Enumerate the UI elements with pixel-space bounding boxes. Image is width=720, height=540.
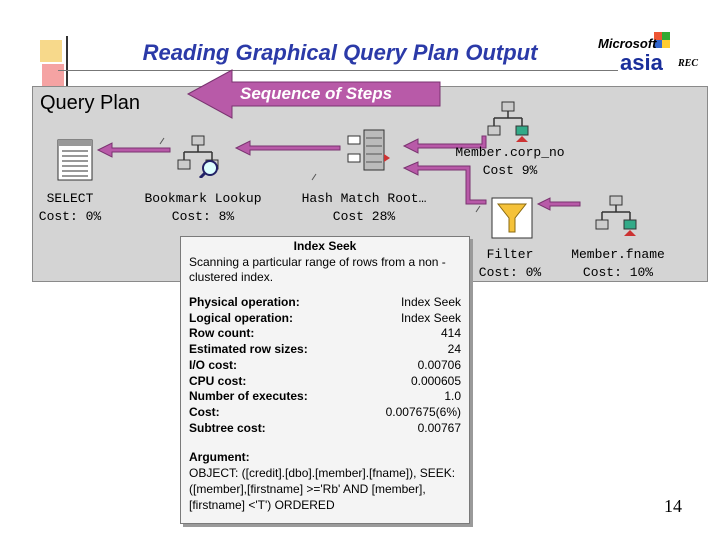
logo-rec-text: REC bbox=[677, 58, 698, 69]
microsoft-asia-logo: Microsoft asia REC bbox=[598, 32, 698, 75]
index-seek-icon[interactable] bbox=[486, 100, 530, 144]
tooltip-argument: Argument: OBJECT: ([credit].[dbo].[membe… bbox=[189, 449, 465, 513]
page-number: 14 bbox=[664, 496, 682, 516]
tooltip-description: Scanning a particular range of rows from… bbox=[189, 255, 446, 284]
connector-arrow-1 bbox=[96, 142, 171, 158]
bookmark-lookup-icon[interactable] bbox=[176, 134, 220, 178]
row-value: 0.00706 bbox=[417, 357, 461, 372]
tooltip-row: Cost: 0.007675(6%) bbox=[189, 405, 461, 421]
connector-arrow-5 bbox=[536, 197, 581, 211]
row-label: Subtree cost: bbox=[189, 420, 266, 435]
row-value: Index Seek bbox=[400, 310, 461, 325]
tooltip-row: CPU cost: 0.000605 bbox=[189, 374, 461, 390]
tooltip-row: Number of executes: 1.0 bbox=[189, 389, 461, 405]
node-name: Hash Match Root… bbox=[301, 191, 427, 206]
argument-text: OBJECT: ([credit].[dbo].[member].[fname]… bbox=[189, 466, 456, 512]
hash-match-icon[interactable] bbox=[346, 128, 390, 172]
tooltip-row: Row count: 414 bbox=[189, 326, 461, 342]
title-underline bbox=[58, 70, 618, 71]
decor-red-square bbox=[42, 64, 64, 86]
node-name: SELECT bbox=[46, 191, 94, 206]
tooltip-row: Estimated row sizes: 24 bbox=[189, 342, 461, 358]
slide-title: Reading Graphical Query Plan Output bbox=[142, 40, 538, 65]
node-cost: Cost 28% bbox=[332, 209, 396, 224]
sequence-of-steps-label: Sequence of Steps bbox=[240, 84, 393, 103]
row-label: Logical operation: bbox=[189, 310, 294, 325]
node-cost: Cost: 8% bbox=[171, 209, 235, 224]
node-hash-match[interactable]: Hash Match Root… Cost 28% bbox=[284, 190, 444, 226]
connector-arrow-2 bbox=[234, 140, 341, 156]
tooltip-title: Index Seek bbox=[293, 239, 357, 253]
node-cost: Cost: 0% bbox=[38, 209, 102, 224]
row-label: Row count: bbox=[189, 326, 255, 341]
row-value: Index Seek bbox=[400, 295, 461, 309]
row-value: 0.007675(6%) bbox=[385, 404, 461, 419]
select-result-icon[interactable] bbox=[54, 138, 98, 182]
node-name: Bookmark Lookup bbox=[144, 191, 262, 206]
logo-asia-text: asia bbox=[620, 50, 664, 75]
connector-arrow-4 bbox=[402, 161, 487, 205]
row-value: 0.000605 bbox=[410, 373, 461, 388]
node-cost: Cost: 0% bbox=[478, 265, 542, 280]
node-name: Filter bbox=[486, 247, 534, 262]
index-seek-tooltip: Index Seek Scanning a particular range o… bbox=[180, 236, 470, 524]
node-cost: Cost 9% bbox=[482, 163, 538, 178]
tooltip-row: Physical operation: Index Seek bbox=[189, 295, 461, 311]
query-plan-label: Query Plan bbox=[40, 92, 141, 114]
row-value: 0.00767 bbox=[417, 420, 461, 435]
row-label: Physical operation: bbox=[189, 295, 300, 309]
node-member-fname[interactable]: Member.fname Cost: 10% bbox=[556, 246, 680, 282]
node-select[interactable]: SELECT Cost: 0% bbox=[20, 190, 120, 226]
row-label: I/O cost: bbox=[189, 357, 238, 372]
argument-label: Argument: bbox=[189, 450, 250, 464]
tooltip-row: Logical operation: Index Seek bbox=[189, 311, 461, 327]
row-label: Cost: bbox=[189, 404, 220, 419]
decor-yellow-square bbox=[40, 40, 62, 62]
logo-microsoft-text: Microsoft bbox=[598, 36, 657, 51]
row-value: 1.0 bbox=[444, 389, 461, 404]
node-bookmark-lookup[interactable]: Bookmark Lookup Cost: 8% bbox=[128, 190, 278, 226]
sequence-arrow bbox=[186, 69, 441, 119]
row-label: Number of executes: bbox=[189, 389, 308, 404]
connector-arrow-3 bbox=[402, 135, 487, 154]
node-name: Member.fname bbox=[571, 247, 665, 262]
row-value: 24 bbox=[447, 342, 461, 357]
row-label: Estimated row sizes: bbox=[189, 342, 308, 357]
row-label: CPU cost: bbox=[189, 373, 247, 388]
node-member-corp-no[interactable]: Member.corp_no Cost 9% bbox=[440, 144, 580, 180]
node-filter[interactable]: Filter Cost: 0% bbox=[468, 246, 552, 282]
node-name: Member.corp_no bbox=[455, 145, 565, 160]
row-value: 414 bbox=[440, 326, 461, 341]
node-cost: Cost: 10% bbox=[582, 265, 654, 280]
tooltip-row: I/O cost: 0.00706 bbox=[189, 358, 461, 374]
index-seek-icon[interactable] bbox=[594, 194, 638, 238]
tooltip-row: Subtree cost: 0.00767 bbox=[189, 421, 461, 437]
decor-vertical-line bbox=[66, 36, 68, 92]
filter-icon[interactable] bbox=[490, 196, 534, 240]
